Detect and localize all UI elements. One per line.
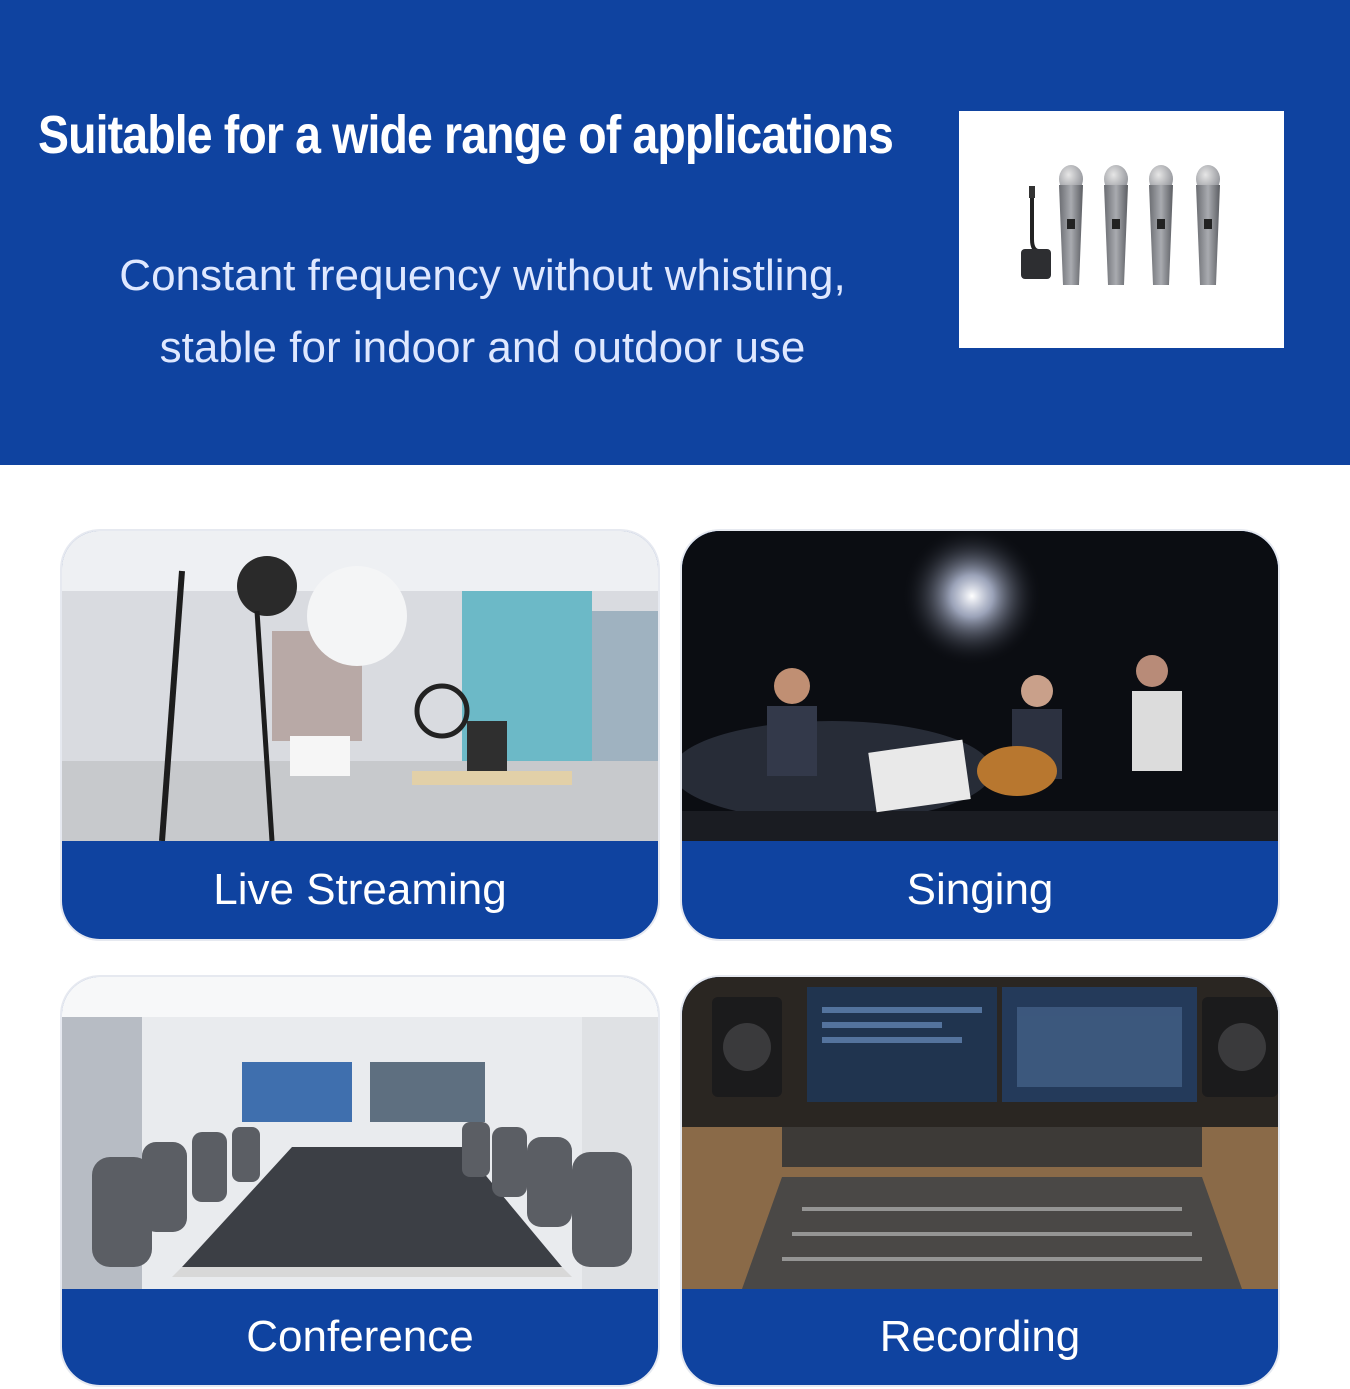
conference-room-photo bbox=[62, 977, 658, 1289]
application-card-conference: Conference bbox=[62, 977, 658, 1385]
application-card-recording: Recording bbox=[682, 977, 1278, 1385]
recording-studio-photo bbox=[682, 977, 1278, 1289]
receiver-dongle-icon bbox=[1021, 186, 1051, 279]
feature-description-line-2: stable for indoor and outdoor use bbox=[159, 323, 806, 372]
streaming-studio-photo bbox=[62, 531, 658, 841]
product-image bbox=[959, 111, 1284, 348]
application-card-live-streaming: Live Streaming bbox=[62, 531, 658, 939]
application-card-singing: Singing bbox=[682, 531, 1278, 939]
microphone-1-icon bbox=[1059, 165, 1083, 285]
application-label: Singing bbox=[906, 865, 1054, 914]
feature-description-line-1: Constant frequency without whistling, bbox=[119, 251, 846, 300]
application-label: Live Streaming bbox=[213, 865, 507, 914]
application-label: Recording bbox=[879, 1312, 1081, 1361]
microphone-4-icon bbox=[1196, 165, 1220, 285]
page-headline: Suitable for a wide range of application… bbox=[38, 105, 894, 165]
microphone-set-illustration bbox=[1021, 165, 1220, 285]
hero-banner: Suitable for a wide range of application… bbox=[0, 0, 1350, 465]
stage-band-photo bbox=[682, 531, 1278, 841]
microphone-3-icon bbox=[1149, 165, 1173, 285]
application-label: Conference bbox=[246, 1312, 474, 1361]
microphone-2-icon bbox=[1104, 165, 1128, 285]
